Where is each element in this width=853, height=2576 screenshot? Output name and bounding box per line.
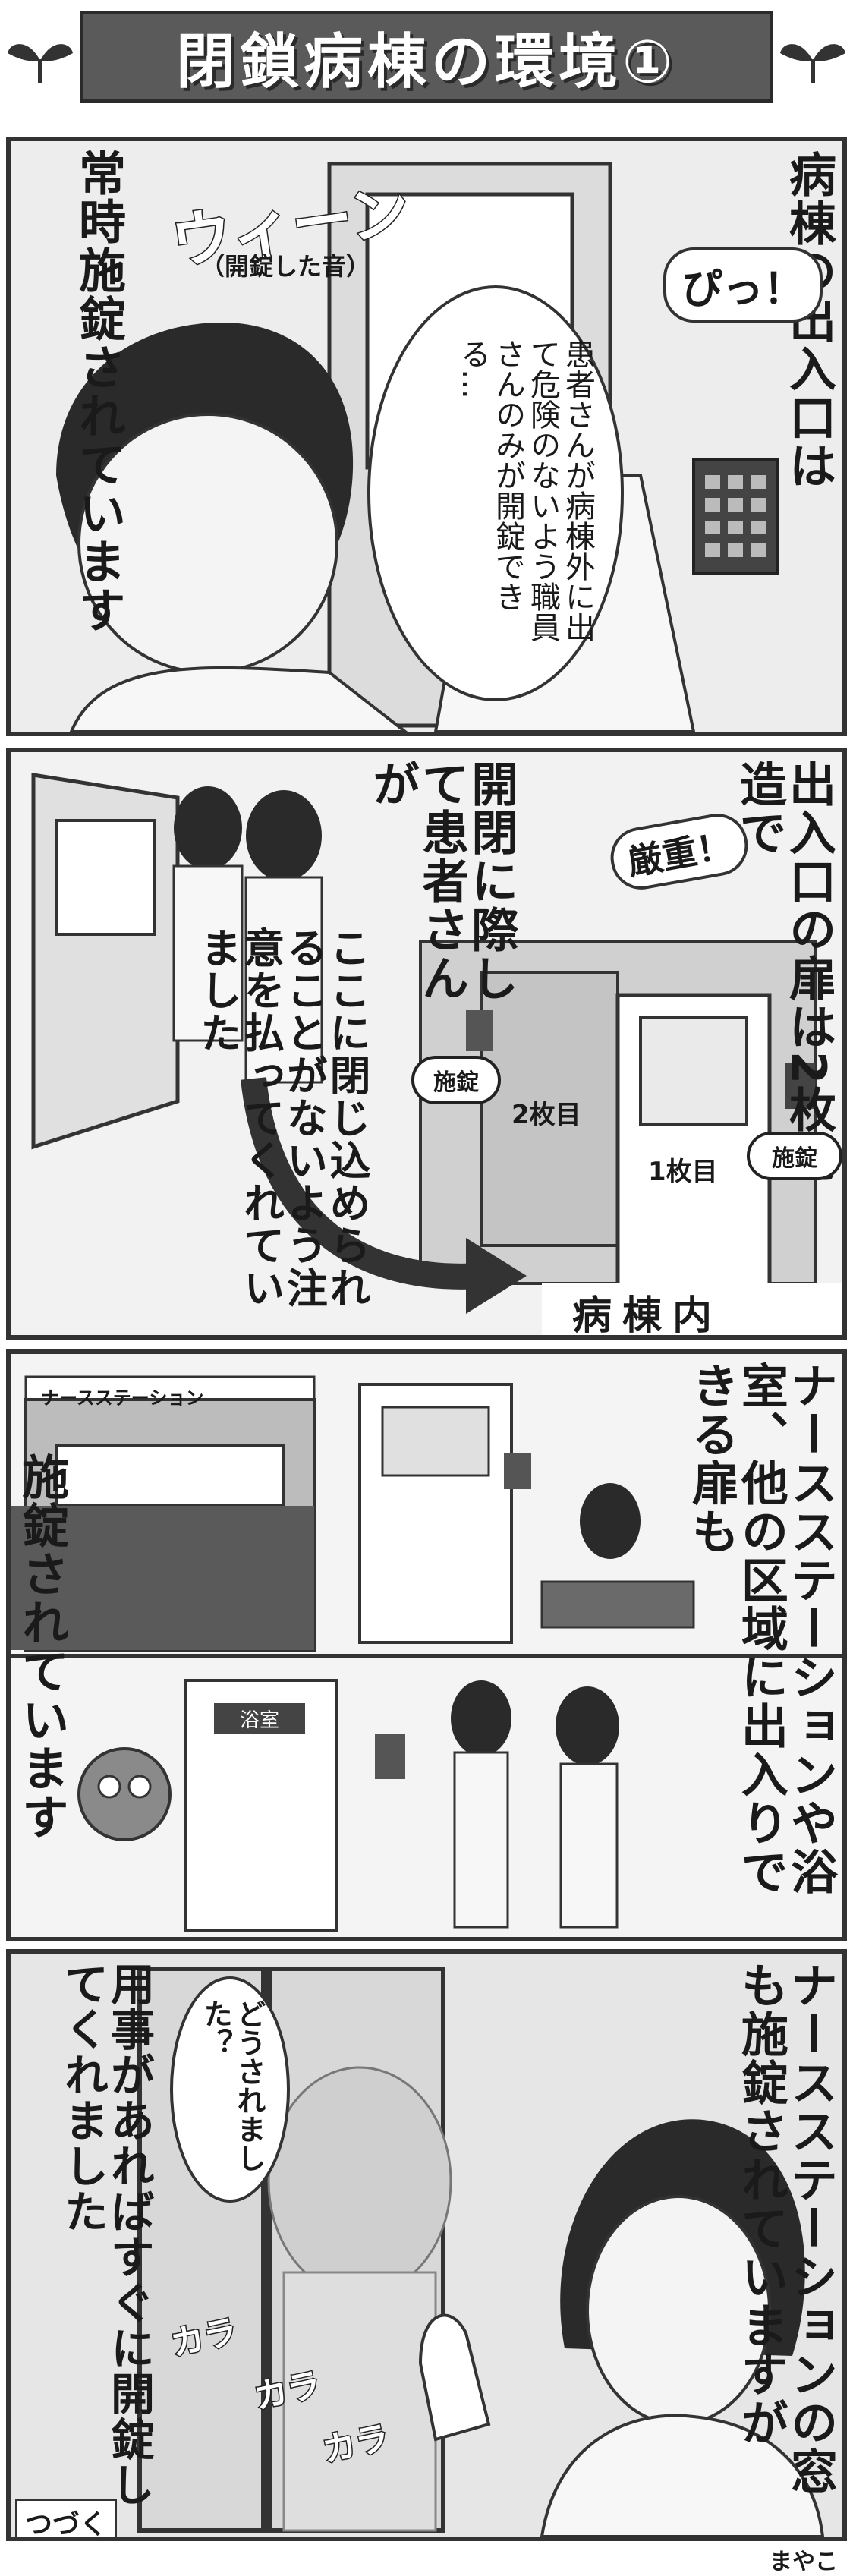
panel-4-illustration <box>11 1954 842 2537</box>
sprout-right-icon <box>780 44 845 83</box>
panel-2-narration-left: ここに閉じ込められることがないよう注意を払ってくれていました <box>193 927 370 1309</box>
door-1st-label: 1枚目 <box>648 1157 718 1187</box>
panel-4: ナースステーションの窓も施錠されていますが 用事があればすぐに開錠してくれました… <box>6 1949 847 2541</box>
panel-1: 病棟の出入口は 常時施錠されています ウィーン （開錠した音） ぴっ！ 患者さん… <box>6 137 847 736</box>
ward-inside-label: 病棟内 <box>572 1293 723 1339</box>
panel-1-narration-left: 常時施錠されています <box>71 149 126 635</box>
nurse-station-sign: ナースステーション <box>41 1387 204 1409</box>
speech-bubble-text: どうされました？ <box>199 1999 266 2172</box>
sfx-open-note: （開錠した音） <box>200 252 371 281</box>
door-2nd-label: 2枚目 <box>511 1100 581 1130</box>
to-be-continued-label: つづく <box>15 2499 118 2537</box>
lock-sign-2nd-door: 施錠 <box>411 1056 501 1104</box>
panel-3-narration-right: ナースステーションや浴室、他の区域に出入りできる扉も <box>683 1362 838 1896</box>
sfx-pi: ぴっ！ <box>663 247 823 323</box>
panel-3-narration-left: 施錠されています <box>14 1453 70 1841</box>
thought-bubble-text: 患者さんが病棟外に出て危険のないよう職員さんのみが開錠できる… <box>455 339 595 642</box>
sprout-left-icon <box>8 44 73 83</box>
thought-bubble <box>367 285 624 701</box>
bath-sign: 浴室 <box>214 1703 305 1734</box>
title-bar: 閉鎖病棟の環境① <box>0 0 853 114</box>
panel-4-narration-left: 用事があればすぐに開錠してくれました <box>57 1961 155 2508</box>
title-box: 閉鎖病棟の環境① <box>80 11 773 103</box>
speech-bubble <box>170 1976 290 2203</box>
panel-3: ナースステーションや浴室、他の区域に出入りできる扉も 施錠されています ナースス… <box>6 1349 847 1941</box>
panel-4-narration-right: ナースステーションの窓も施錠されていますが <box>732 1961 838 2496</box>
lock-sign-1st-door: 施錠 <box>747 1132 842 1180</box>
panel-2: 出入口の扉は2枚構造で 開閉に際して患者さんが 厳重！ ここに閉じ込められること… <box>6 748 847 1340</box>
signature: まやこ <box>770 2549 838 2575</box>
panel-1-narration-right: 病棟の出入口は <box>781 150 836 490</box>
panel-2-narration-mid: 開閉に際して患者さんが <box>364 760 519 1003</box>
panel-3-illustration <box>11 1354 842 1937</box>
page-title: 閉鎖病棟の環境① <box>175 28 678 96</box>
